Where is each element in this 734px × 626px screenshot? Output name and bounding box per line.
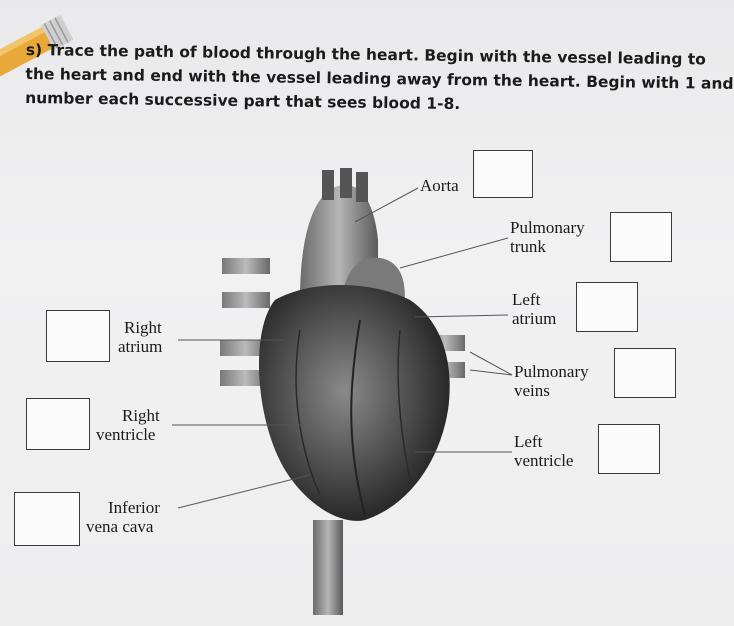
label-aorta: Aorta: [420, 176, 459, 195]
answer-box-pulmonary-veins[interactable]: [614, 348, 676, 398]
heart-diagram: [172, 168, 513, 615]
pencil-image: [0, 14, 74, 82]
label-right-ventricle: Right ventricle: [96, 406, 160, 444]
answer-input-left-ventricle[interactable]: [599, 425, 659, 473]
label-right-atrium: Right atrium: [118, 318, 163, 356]
heart-body: [258, 285, 450, 521]
heart-inferior-vena-cava: [313, 520, 343, 615]
label-pulmonary-veins: Pulmonary veins: [514, 362, 589, 400]
answer-box-left-atrium[interactable]: [576, 282, 638, 332]
answer-box-pulmonary-trunk[interactable]: [610, 212, 672, 262]
label-pulmonary-trunk: Pulmonary trunk: [510, 218, 585, 256]
answer-box-right-atrium[interactable]: [46, 310, 110, 362]
answer-input-right-ventricle[interactable]: [27, 399, 89, 449]
answer-input-pulmonary-veins[interactable]: [615, 349, 675, 397]
label-left-ventricle: Left ventricle: [514, 432, 574, 470]
answer-input-inferior-vena-cava[interactable]: [15, 493, 79, 545]
answer-input-left-atrium[interactable]: [577, 283, 637, 331]
answer-input-pulmonary-trunk[interactable]: [611, 213, 671, 261]
answer-box-left-ventricle[interactable]: [598, 424, 660, 474]
answer-box-inferior-vena-cava[interactable]: [14, 492, 80, 546]
label-inferior-vena-cava: Inferior vena cava: [86, 498, 160, 536]
answer-input-right-atrium[interactable]: [47, 311, 109, 361]
answer-box-aorta[interactable]: [473, 150, 533, 198]
label-left-atrium: Left atrium: [512, 290, 557, 328]
answer-box-right-ventricle[interactable]: [26, 398, 90, 450]
answer-input-aorta[interactable]: [474, 151, 532, 197]
